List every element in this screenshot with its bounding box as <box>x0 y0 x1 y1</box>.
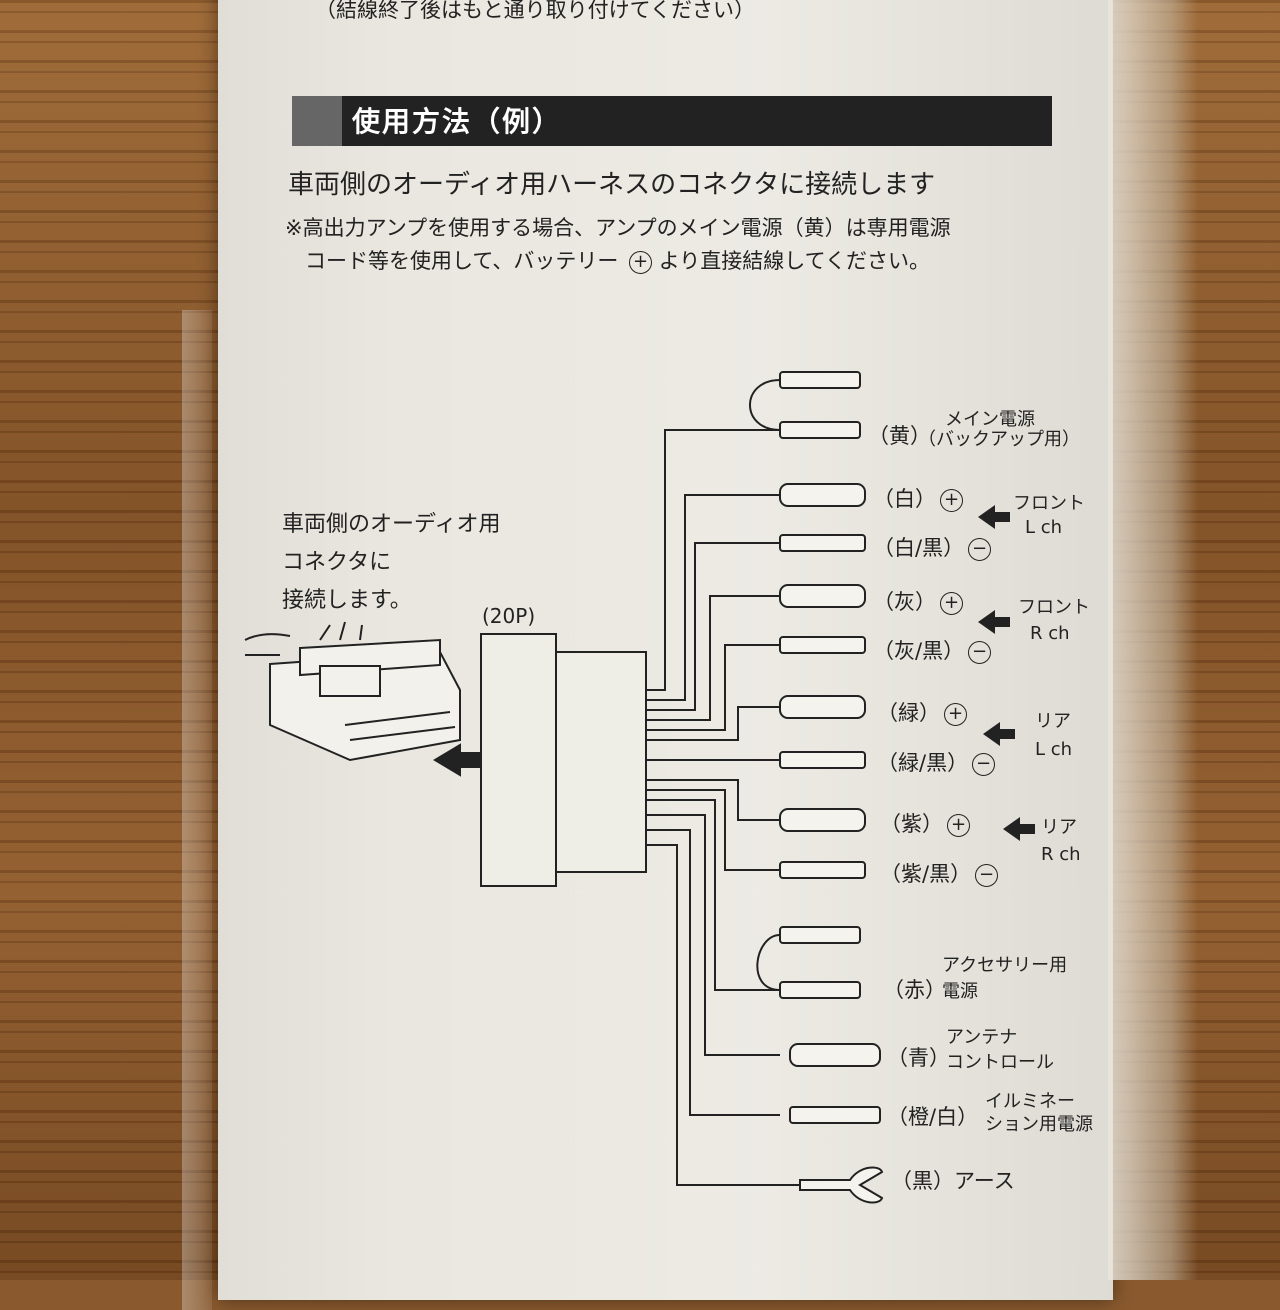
connector-label-2: コネクタに <box>282 550 392 575</box>
wire-desc-red-1: アクセサリー用 <box>942 955 1068 976</box>
plus-icon: + <box>940 488 963 512</box>
minus-icon: − <box>972 752 996 776</box>
harness-plug <box>480 633 557 887</box>
wire-label-blue: （青） <box>887 1046 950 1070</box>
wire-desc-red-2: 電源 <box>942 981 978 1002</box>
wire-desc-yellow-2: （バックアップ用） <box>918 429 1080 450</box>
plus-icon: + <box>944 702 967 726</box>
minus-icon: − <box>968 640 992 664</box>
section-title: 使用方法（例） <box>352 105 563 138</box>
battery-plus-icon: + <box>629 250 653 274</box>
note-line-2: コード等を使用して、バッテリー + より直接結線してください。 <box>305 245 930 275</box>
group-rear-r-name: リア <box>1041 817 1077 838</box>
wire-label-orange-white: （橙/白） <box>887 1105 979 1129</box>
group-front-l-name: フロント <box>1013 493 1085 514</box>
connector-label-1: 車両側のオーディオ用 <box>282 512 501 537</box>
connector-label-3: 接続します。 <box>282 588 412 613</box>
group-rear-l-name: リア <box>1035 711 1071 732</box>
wire-desc-blue-2: コントロール <box>946 1052 1054 1073</box>
intro-text: 車両側のオーディオ用ハーネスのコネクタに接続します <box>288 170 936 200</box>
wire-label-red: （赤） <box>883 978 946 1002</box>
wire-label-white-black: （白/黒）− <box>873 532 992 562</box>
group-front-r-ch: R ch <box>1030 623 1070 644</box>
plus-icon: + <box>940 591 963 615</box>
wire-bundle <box>646 379 800 1186</box>
wiring-diagram <box>244 371 1035 1204</box>
wire-label-purple: （紫）+ <box>880 808 970 838</box>
plastic-edge-right <box>1108 0 1198 1280</box>
group-rear-r-ch: R ch <box>1041 844 1081 865</box>
wire-label-purple-black: （紫/黒）− <box>880 858 999 888</box>
group-rear-l-ch: L ch <box>1035 739 1073 760</box>
plus-icon: + <box>947 813 970 837</box>
insert-arrow-icon <box>433 743 481 777</box>
wire-desc-blue-1: アンテナ <box>946 1027 1018 1048</box>
wire-desc-orange-2: ション用電源 <box>985 1114 1093 1135</box>
top-note: （結線終了後はもと通り取り付けてください） <box>315 0 755 22</box>
vehicle-connector-icon <box>244 621 461 762</box>
group-front-r-name: フロント <box>1018 597 1090 618</box>
minus-icon: − <box>975 863 999 887</box>
wire-label-black-ground: （黒）アース <box>891 1169 1015 1193</box>
wire-label-green: （緑）+ <box>877 697 967 727</box>
wire-label-white: （白）+ <box>873 483 963 513</box>
section-header-bar <box>292 96 1052 146</box>
group-front-l-ch: L ch <box>1025 517 1063 538</box>
wire-desc-orange-1: イルミネー <box>985 1091 1075 1112</box>
wire-label-gray: （灰）+ <box>873 586 963 616</box>
wire-label-green-black: （緑/黒）− <box>877 747 996 777</box>
wire-label-gray-black: （灰/黒）− <box>873 635 992 665</box>
note-line-2-b: より直接結線してください。 <box>658 249 931 273</box>
terminal-icons <box>779 371 884 1204</box>
section-header-accent <box>292 96 342 146</box>
pin-count-label: (20P) <box>482 604 536 628</box>
note-line-1: ※高出力アンプを使用する場合、アンプのメイン電源（黄）は専用電源 <box>285 216 951 240</box>
plastic-edge-left <box>182 310 212 1310</box>
wire-label-yellow: （黄） <box>868 424 931 448</box>
minus-icon: − <box>968 537 992 561</box>
note-line-2-a: コード等を使用して、バッテリー <box>305 249 619 273</box>
harness-body <box>555 651 647 873</box>
wire-desc-yellow-1: メイン電源 <box>945 409 1035 430</box>
group-arrow-icons <box>978 505 1035 841</box>
